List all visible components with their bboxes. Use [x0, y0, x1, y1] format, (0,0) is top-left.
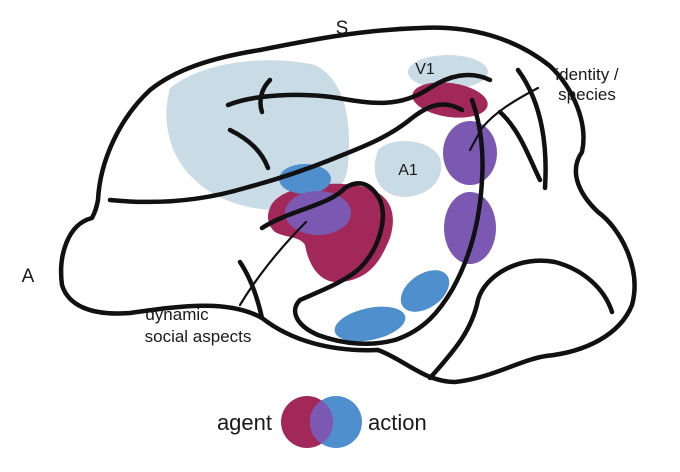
- action-upper-patch: [279, 164, 331, 194]
- overlap-middle-patch: [443, 121, 497, 185]
- posterior-sulcus: [497, 109, 543, 183]
- brain-outer-contour: [58, 25, 637, 385]
- superior-temporal-sulcus: [259, 97, 485, 346]
- a1-area: [374, 140, 442, 197]
- lateral-fissure: [107, 102, 465, 205]
- v1-area: [408, 55, 488, 89]
- a1-label: A1: [398, 162, 418, 179]
- anterior-label: A: [22, 266, 35, 287]
- legend-action-label: action: [368, 410, 427, 435]
- temporal-pole-curve: [237, 259, 265, 321]
- superior-label: S: [336, 18, 349, 39]
- social-label-line2: social aspects: [145, 327, 252, 346]
- legend-agent-label: agent: [217, 410, 272, 435]
- identity-label-line1: identity /: [555, 65, 619, 84]
- overlap-temporal-patch: [285, 191, 351, 235]
- legend: agent action: [217, 396, 427, 448]
- intraparietal-sulcus: [225, 72, 493, 108]
- social-leader-line: [238, 220, 308, 307]
- action-ventral-patch-2: [334, 306, 406, 342]
- lunate-sulcus: [515, 67, 548, 191]
- cerebellum-boundary: [427, 258, 615, 381]
- social-label-line1: dynamic: [145, 305, 209, 324]
- overlap-lower-patch: [444, 192, 496, 264]
- legend-overlap-swatch: [309, 400, 334, 444]
- identity-leader-line: [468, 86, 540, 152]
- identity-label-line2: species: [558, 85, 616, 104]
- principal-sulcus: [227, 127, 271, 171]
- brain-outline: [58, 25, 637, 385]
- action-ventral-patch-1: [400, 270, 450, 312]
- v1-label: V1: [415, 61, 435, 78]
- arcuate-sulcus: [258, 77, 273, 115]
